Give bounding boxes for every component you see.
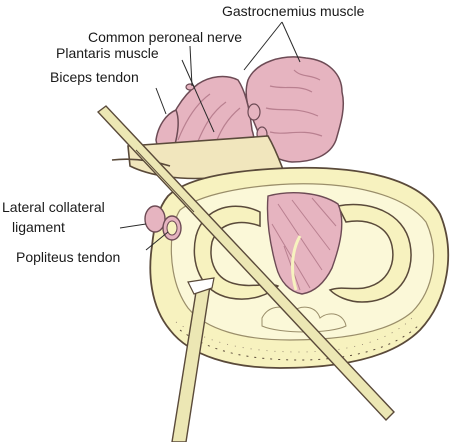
leader-plantaris (181, 59, 215, 133)
label-common-peroneal-nerve: Common peroneal nerve (88, 29, 242, 45)
label-lateral-collateral: Lateral collateral (2, 199, 105, 215)
leader-common-peroneal (189, 45, 193, 87)
muscle-group (155, 56, 345, 163)
leader-lines (119, 21, 301, 251)
lateral-collateral-ligament (144, 205, 166, 233)
leader-gastrocnemius-2 (281, 21, 301, 63)
label-ligament: ligament (12, 219, 65, 235)
leader-lateral-collateral (119, 223, 147, 229)
leader-gastrocnemius (243, 21, 283, 71)
label-biceps-tendon: Biceps tendon (50, 69, 139, 85)
label-plantaris-muscle: Plantaris muscle (56, 45, 159, 61)
leader-popliteus (145, 231, 169, 251)
leader-biceps (155, 87, 167, 115)
medial-meniscus (328, 203, 412, 303)
arthroscopic-probe (96, 105, 395, 422)
label-popliteus-tendon: Popliteus tendon (16, 249, 120, 265)
label-gastrocnemius-muscle: Gastrocnemius muscle (222, 3, 365, 19)
